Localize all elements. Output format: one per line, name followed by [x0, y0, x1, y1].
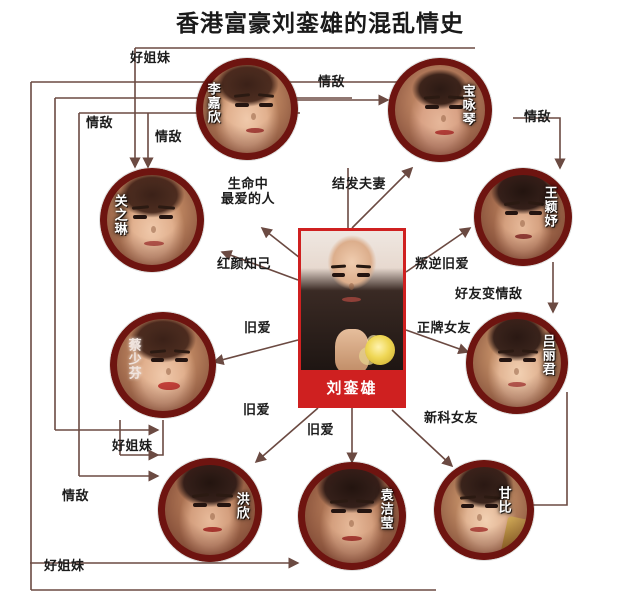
person-name-wangyingyu: 王颖妤 — [541, 186, 557, 228]
photo-vignette — [298, 462, 406, 570]
edge-label-zhengpainvyou: 正牌女友 — [417, 321, 472, 336]
edge-label-haoyoubianqingdi: 好友变情敌 — [455, 287, 523, 302]
person-guanzhilin[interactable]: 关之琳 — [100, 168, 204, 272]
boutonniere-icon — [365, 335, 395, 365]
edge-label-shengmingzhong: 生命中 最爱的人 — [221, 177, 276, 207]
edge-label-jiefafuqi: 结发夫妻 — [332, 177, 387, 192]
edge-label-qingdi-bottom-left: 情敌 — [62, 489, 90, 504]
edge-label-qingdi-left-1: 情敌 — [86, 116, 114, 131]
page-title: 香港富豪刘銮雄的混乱情史 — [176, 11, 464, 37]
photo-vignette — [158, 458, 262, 562]
person-hongxin[interactable]: 洪欣 — [158, 458, 262, 562]
edge-label-haojiemei-top: 好姐妹 — [130, 51, 171, 66]
edge-label-xinkenvyou: 新科女友 — [424, 411, 479, 426]
photo-liuluanxiong — [301, 231, 403, 373]
center-person-name: 刘銮雄 — [301, 370, 403, 405]
person-lijiaxin[interactable]: 李嘉欣 — [196, 58, 298, 160]
photo-vignette — [100, 168, 204, 272]
person-name-ganbi: 甘比 — [495, 486, 511, 514]
person-baoyongqin[interactable]: 宝咏琴 — [388, 58, 492, 162]
person-lvlijun[interactable]: 吕丽君 — [466, 312, 568, 414]
person-name-caishaofen: 蔡少芬 — [125, 338, 141, 380]
edge-label-jiuai-bottom: 旧爱 — [307, 423, 335, 438]
edge-label-haojiemei-bottom: 好姐妹 — [44, 559, 85, 574]
person-name-baoyongqin: 宝咏琴 — [459, 84, 475, 126]
edge-label-haojiemei-mid: 好姐妹 — [112, 439, 153, 454]
edge-label-qingdi-top-right: 情敌 — [524, 110, 552, 125]
edge-label-jiuai-mid: 旧爱 — [243, 403, 271, 418]
photo-vignette — [388, 58, 492, 162]
person-name-lvlijun: 吕丽君 — [539, 334, 555, 376]
person-wangyingyu[interactable]: 王颖妤 — [474, 168, 572, 266]
photo-vignette — [196, 58, 298, 160]
edge-label-qingdi-top-mid: 情敌 — [318, 75, 346, 90]
edge-label-qingdi-left-2: 情敌 — [155, 130, 183, 145]
person-name-guanzhilin: 关之琳 — [111, 194, 127, 236]
photo-vignette — [434, 460, 534, 560]
person-name-hongxin: 洪欣 — [233, 492, 249, 520]
person-caishaofen[interactable]: 蔡少芬 — [110, 312, 216, 418]
edge-label-jiuai-left: 旧爱 — [244, 321, 272, 336]
photo-vignette — [474, 168, 572, 266]
photo-vignette — [466, 312, 568, 414]
photo-vignette — [110, 312, 216, 418]
person-yuanjieying[interactable]: 袁洁莹 — [298, 462, 406, 570]
center-person-card[interactable]: 刘銮雄 — [298, 228, 406, 408]
person-name-lijiaxin: 李嘉欣 — [204, 82, 220, 124]
person-name-yuanjieying: 袁洁莹 — [377, 488, 393, 530]
edge-label-hongyanzhiji: 红颜知己 — [217, 257, 272, 272]
edge-label-pannijiuai: 叛逆旧爱 — [415, 257, 470, 272]
hand-shape — [335, 329, 369, 373]
person-ganbi[interactable]: 甘比 — [434, 460, 534, 560]
